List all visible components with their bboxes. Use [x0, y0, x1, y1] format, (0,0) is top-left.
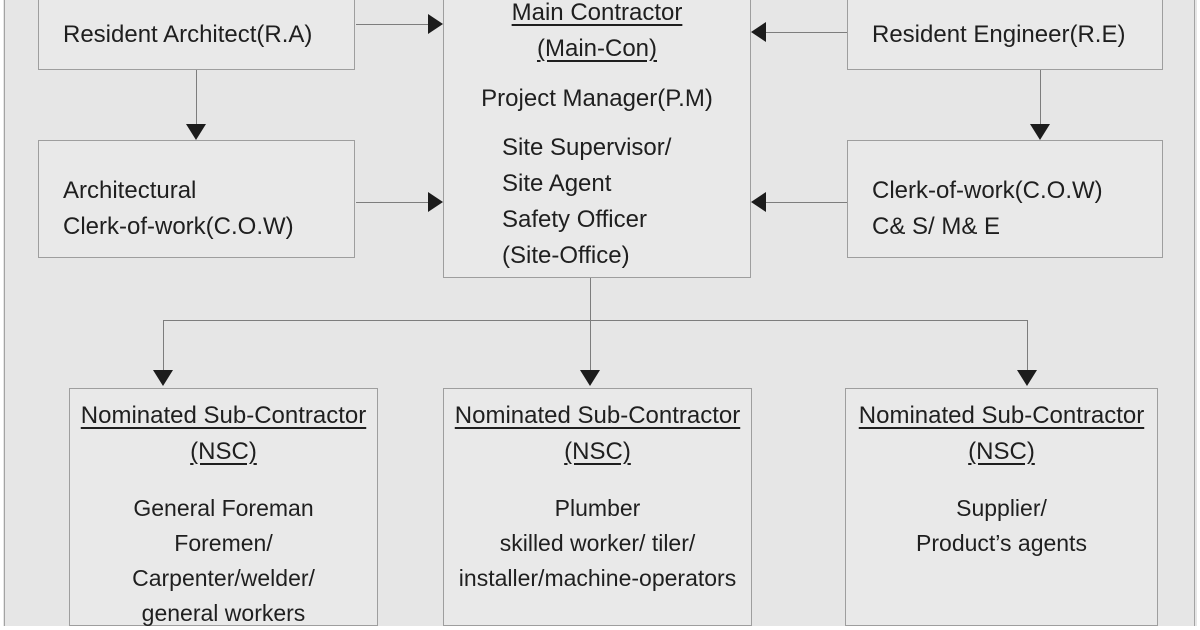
cow-cs-me-line: C& S/ M& E: [872, 213, 1001, 240]
slide-right-border: [1194, 0, 1195, 626]
nsc-center-title: Nominated Sub-Contractor (NSC): [444, 398, 751, 470]
connector-cow-to-maincon: [766, 202, 847, 203]
resident-architect-box: Resident Architect(R.A): [38, 0, 355, 70]
main-contractor-title-line1: Main Contractor: [511, 0, 683, 26]
architectural-cow-line: Architectural: [63, 177, 197, 204]
nsc-member-line: general workers: [141, 600, 306, 626]
nsc-left-title: Nominated Sub-Contractor (NSC): [70, 398, 377, 470]
connector-drop-center: [590, 320, 591, 372]
resident-engineer-label: Resident Engineer(R.E): [872, 21, 1126, 48]
site-staff-line: Site Agent: [502, 170, 612, 197]
connector-re-to-cow: [1040, 70, 1041, 124]
resident-architect-label: Resident Architect(R.A): [63, 21, 313, 48]
nsc-member-line: Plumber: [554, 495, 641, 521]
arrowhead-left-icon: [751, 22, 766, 42]
nsc-left-members: General Foreman Foremen/ Carpenter/welde…: [70, 491, 377, 630]
nsc-center-title-line1: Nominated Sub-Contractor: [454, 402, 741, 429]
architectural-cow-line: Clerk-of-work(C.O.W): [63, 213, 294, 240]
nsc-member-line: installer/machine-operators: [458, 565, 737, 591]
slide-left-border: [4, 0, 5, 626]
nsc-left-title-line1: Nominated Sub-Contractor: [80, 402, 367, 429]
connector-ra-to-acow: [196, 70, 197, 124]
main-contractor-box: Main Contractor (Main-Con) Project Manag…: [443, 0, 751, 278]
nsc-center-title-line2: (NSC): [564, 438, 631, 465]
nsc-right-title: Nominated Sub-Contractor (NSC): [846, 398, 1157, 470]
site-staff-list: Site Supervisor/ Site Agent Safety Offic…: [444, 130, 750, 274]
nsc-right-title-line2: (NSC): [968, 438, 1035, 465]
nsc-member-line: Product’s agents: [916, 530, 1087, 556]
nsc-member-line: skilled worker/ tiler/: [499, 530, 696, 556]
nsc-left-box: Nominated Sub-Contractor (NSC) General F…: [69, 388, 378, 626]
project-manager-label: Project Manager(P.M): [481, 85, 713, 112]
nsc-member-line: General Foreman: [133, 495, 314, 521]
main-contractor-title-line2: (Main-Con): [536, 35, 658, 62]
nsc-member-line: Foremen/: [174, 530, 273, 556]
resident-engineer-box: Resident Engineer(R.E): [847, 0, 1163, 70]
arrowhead-left-icon: [751, 192, 766, 212]
connector-re-to-maincon: [766, 32, 847, 33]
connector-distribution-bar: [163, 320, 1027, 321]
clerk-of-work-cs-me-box: Clerk-of-work(C.O.W) C& S/ M& E: [847, 140, 1163, 258]
connector-acow-to-maincon: [356, 202, 428, 203]
nsc-left-title-line2: (NSC): [190, 438, 257, 465]
arrowhead-down-icon: [153, 370, 173, 386]
arrowhead-right-icon: [428, 14, 443, 34]
connector-maincon-stem: [590, 278, 591, 320]
architectural-clerk-of-work-box: Architectural Clerk-of-work(C.O.W): [38, 140, 355, 258]
main-contractor-title: Main Contractor (Main-Con): [444, 0, 750, 67]
nsc-center-members: Plumber skilled worker/ tiler/ installer…: [444, 491, 751, 596]
arrowhead-down-icon: [1030, 124, 1050, 140]
nsc-center-box: Nominated Sub-Contractor (NSC) Plumber s…: [443, 388, 752, 626]
cow-cs-me-line: Clerk-of-work(C.O.W): [872, 177, 1103, 204]
nsc-right-box: Nominated Sub-Contractor (NSC) Supplier/…: [845, 388, 1158, 626]
nsc-member-line: Carpenter/welder/: [132, 565, 315, 591]
site-staff-line: (Site-Office): [502, 242, 630, 269]
site-staff-line: Safety Officer: [502, 206, 647, 233]
connector-drop-left: [163, 320, 164, 372]
nsc-right-members: Supplier/ Product’s agents: [846, 491, 1157, 561]
arrowhead-right-icon: [428, 192, 443, 212]
site-staff-line: Site Supervisor/: [502, 134, 672, 161]
nsc-right-title-line1: Nominated Sub-Contractor: [858, 402, 1145, 429]
arrowhead-down-icon: [186, 124, 206, 140]
arrowhead-down-icon: [1017, 370, 1037, 386]
connector-ra-to-maincon: [356, 24, 428, 25]
arrowhead-down-icon: [580, 370, 600, 386]
connector-drop-right: [1027, 320, 1028, 372]
nsc-member-line: Supplier/: [956, 495, 1047, 521]
